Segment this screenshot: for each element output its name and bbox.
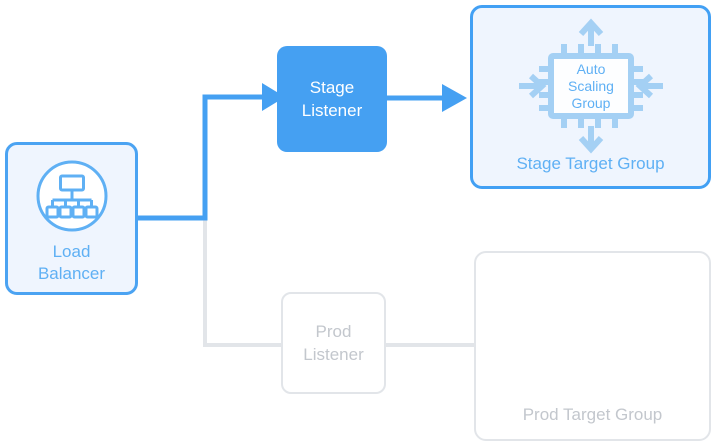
panel-stage-target-group[interactable]: Auto Scaling Group Stage Target Group — [470, 5, 711, 189]
load-balancer-label-line2: Balancer — [37, 263, 106, 283]
node-load-balancer[interactable]: Load Balancer — [5, 142, 138, 295]
auto-scaling-group-chip-icon: Auto Scaling Group — [511, 16, 671, 156]
stage-listener-label-line1: Stage — [309, 78, 355, 97]
prod-listener-label-line1: Prod — [315, 322, 352, 341]
prod-listener-label-line2: Listener — [303, 345, 364, 364]
asg-label-line2: Scaling — [568, 78, 614, 94]
node-stage-listener[interactable]: Stage Listener — [277, 46, 387, 152]
asg-label-line3: Group — [571, 95, 610, 111]
load-balancer-label-line1: Load — [52, 241, 91, 261]
stage-listener-label-line2: Listener — [301, 101, 363, 120]
connector-load-balancer-to-stage-listener — [138, 94, 264, 221]
stage-target-group-label: Stage Target Group — [516, 154, 665, 173]
panel-prod-target-group[interactable]: Prod Target Group — [474, 251, 711, 441]
node-prod-listener[interactable]: Prod Listener — [281, 292, 386, 394]
prod-target-group-label: Prod Target Group — [522, 405, 663, 424]
connector-load-balancer-to-prod-listener — [138, 216, 281, 347]
asg-label-line1: Auto — [576, 61, 605, 77]
arrowhead-into-stage-target-group — [442, 84, 467, 112]
arrowhead-into-stage-listener — [262, 83, 285, 111]
load-balancer-label: Load Balancer — [38, 241, 105, 285]
load-balancer-hierarchy-icon — [35, 159, 109, 233]
